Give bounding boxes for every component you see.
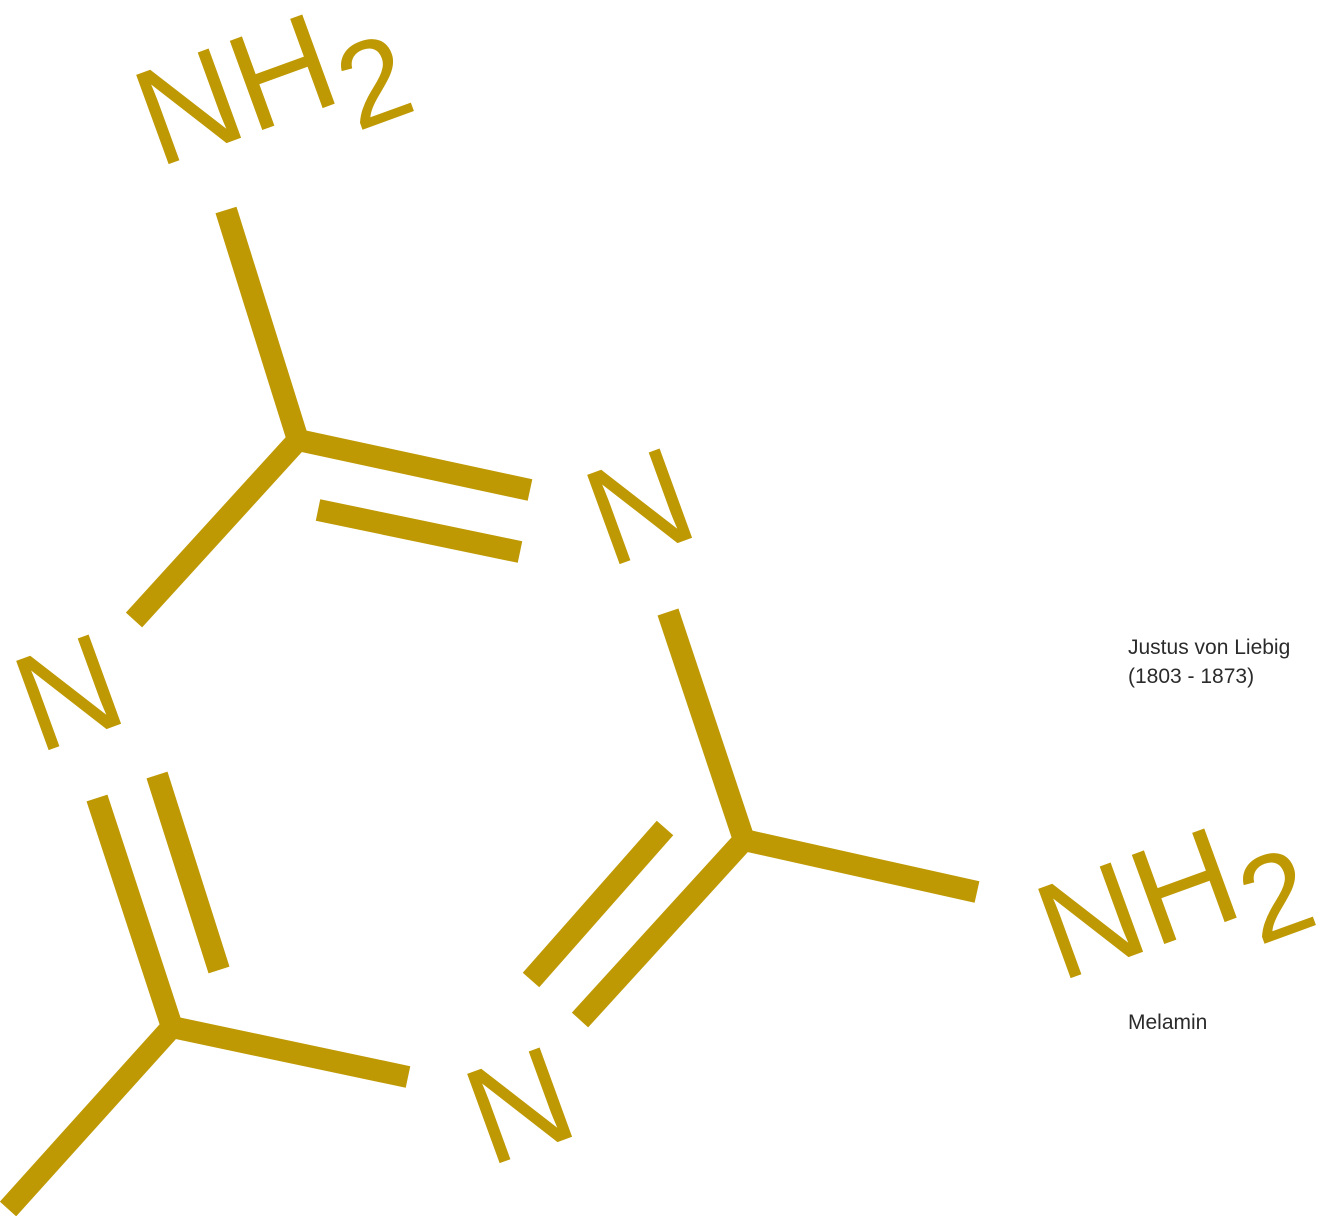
bond-c3-n-bottom bbox=[169, 1016, 411, 1088]
svg-text:NH2: NH2 bbox=[1018, 774, 1321, 1038]
bond-n-left-c3-inner bbox=[146, 771, 230, 974]
ring-nitrogen-top: N bbox=[567, 417, 713, 596]
svg-text:NH2: NH2 bbox=[116, 0, 429, 224]
bond-c2-n-bottom-inner bbox=[522, 820, 674, 988]
bond-n-top-c2 bbox=[657, 608, 755, 844]
bond-n-left-c3-outer bbox=[86, 794, 183, 1031]
amine-right-element: NH bbox=[1018, 797, 1258, 1010]
bond-c1-n-top-outer bbox=[295, 429, 533, 501]
bond-c2-amine-right bbox=[741, 829, 980, 903]
ring-nitrogen-left: N bbox=[0, 603, 142, 782]
person-caption: Justus von Liebig (1803 - 1873) bbox=[1128, 633, 1290, 691]
ring-nitrogen-bottom-text: N bbox=[447, 1016, 593, 1195]
compound-caption: Melamin bbox=[1128, 1011, 1208, 1034]
bond-c1-n-left bbox=[125, 432, 307, 628]
bond-c1-amine-top bbox=[215, 206, 309, 444]
person-years: (1803 - 1873) bbox=[1128, 665, 1255, 688]
ring-nitrogen-bottom: N bbox=[447, 1016, 593, 1195]
ring-nitrogen-top-text: N bbox=[567, 417, 713, 596]
bond-c3-amine-offscreen bbox=[0, 1019, 181, 1216]
bond-c1-n-top-inner bbox=[315, 499, 523, 563]
bonds bbox=[0, 206, 980, 1216]
ring-nitrogen-left-text: N bbox=[0, 603, 142, 782]
person-name: Justus von Liebig bbox=[1128, 636, 1291, 659]
bond-c2-n-bottom-outer bbox=[571, 832, 753, 1028]
amine-top-label: NH2 bbox=[116, 0, 429, 224]
amine-right-label: NH2 bbox=[1018, 774, 1321, 1038]
